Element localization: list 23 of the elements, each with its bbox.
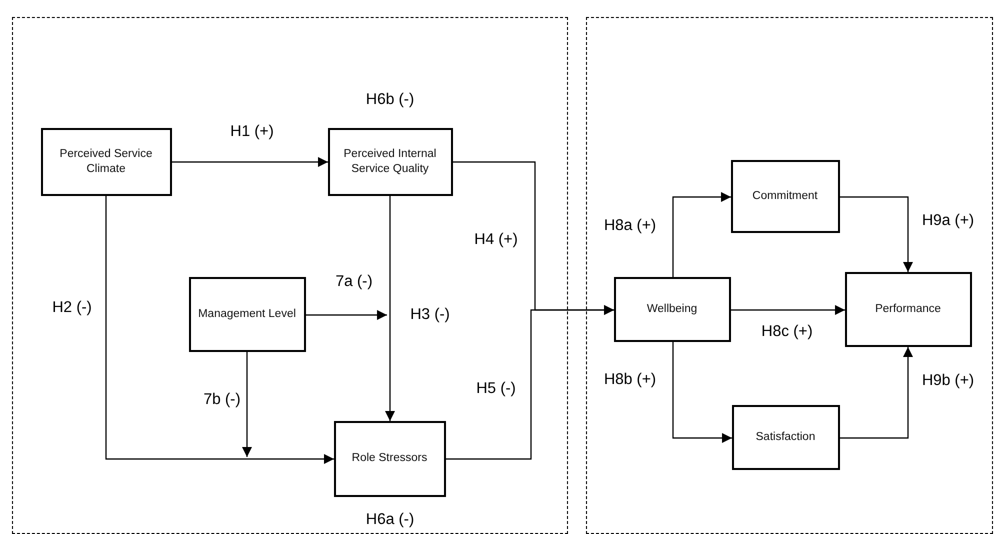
dashed-panel	[12, 17, 568, 534]
arrow	[672, 342, 732, 443]
construct-box: Management Level	[188, 276, 306, 352]
edge-label: 7b (-)	[201, 391, 243, 409]
construct-box: Perceived Internal Service Quality	[328, 128, 452, 196]
construct-box: Satisfaction	[732, 404, 840, 470]
construct-box: Perceived Service Climate	[40, 128, 172, 196]
edge-label: 7a (-)	[333, 273, 375, 291]
construct-box: Role Stressors	[334, 420, 446, 496]
construct-box: Performance	[844, 272, 972, 346]
construct-box: Commitment	[730, 160, 840, 232]
arrow	[446, 305, 614, 460]
arrow	[242, 352, 252, 457]
arrow	[840, 347, 913, 439]
arrow	[731, 305, 845, 315]
dashed-panel	[586, 17, 993, 534]
arrow	[840, 196, 913, 272]
arrow	[105, 196, 334, 464]
arrow	[385, 196, 395, 421]
arrow	[672, 192, 731, 277]
arrow	[172, 157, 328, 167]
arrow	[306, 310, 387, 320]
construct-box: Wellbeing	[614, 276, 730, 342]
